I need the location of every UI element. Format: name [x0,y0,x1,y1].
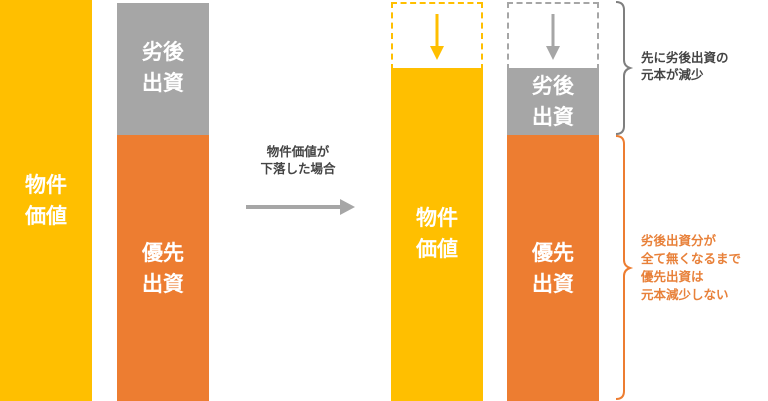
after-senior-label: 優先 出資 [532,241,574,296]
after-senior-bar: 優先 出資 [507,135,599,401]
right-brace-icon [615,135,634,400]
note-senior-protection: 劣後出資分が 全て無くなるまで 優先出資は 元本減少しない [641,233,742,302]
after-property-bar: 物件 価値 [391,68,483,401]
arrow-down-icon [430,14,444,60]
before-property-bar: 物件 価値 [0,0,92,401]
middle-caption: 物件価値が 下落した場合 [260,144,336,176]
after-subordinated-bar: 劣後 出資 [507,68,599,135]
before-property-label: 物件 価値 [25,173,67,228]
arrow-right-icon [246,199,355,215]
before-senior-bar: 優先 出資 [117,135,209,401]
after-property-label: 物件 価値 [416,206,458,261]
right-brace-icon [615,1,634,135]
note-subordinated-decrease: 先に劣後出資の 元本が減少 [641,50,729,82]
after-subordinated-label: 劣後 出資 [532,74,574,129]
arrow-down-icon [546,14,560,60]
before-senior-label: 優先 出資 [142,241,184,296]
before-subordinated-bar: 劣後 出資 [117,3,209,135]
before-subordinated-label: 劣後 出資 [142,40,184,95]
